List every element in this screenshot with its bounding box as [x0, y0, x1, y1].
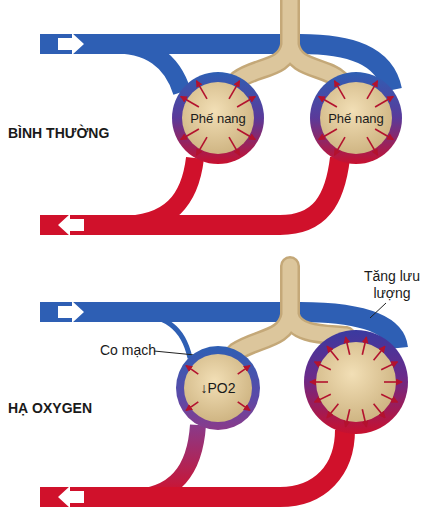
- gas-exchange-arrow: [238, 366, 250, 375]
- alveolus: Phế nang: [310, 72, 402, 164]
- gas-exchange-arrow: [375, 129, 393, 140]
- gas-exchange-arrow: [237, 97, 255, 108]
- gas-exchange-arrow: [335, 137, 346, 155]
- alveolus-label: Phế nang: [328, 111, 384, 126]
- venule-branch: [120, 158, 195, 225]
- flow-arrow: [58, 214, 84, 236]
- panel-title: HẠ OXYGEN: [8, 400, 148, 417]
- venule-branch: [130, 425, 198, 497]
- gas-exchange-arrow: [319, 129, 337, 140]
- gas-exchange-arrow: [186, 402, 198, 411]
- alveolus-rim: [176, 346, 260, 430]
- gas-exchange-arrow: [197, 137, 208, 155]
- gas-exchange-arrow: [238, 402, 250, 411]
- alveolus-rim: [310, 72, 402, 164]
- gas-exchange-arrow: [367, 137, 378, 155]
- gas-exchange-arrows: [310, 337, 402, 427]
- leader-line: [370, 303, 386, 318]
- gas-exchange-arrow: [186, 366, 198, 375]
- alveolus: ↓PO2: [176, 346, 260, 430]
- flow-arrow: [58, 33, 84, 55]
- callout-label: Co mạch: [100, 342, 160, 359]
- alveolus-rim: [172, 72, 264, 164]
- alveolus-air: [182, 82, 254, 154]
- leader-line: [154, 351, 195, 355]
- alveolus-label: ↓PO2: [200, 380, 235, 396]
- alveolus-label: Phế nang: [190, 111, 246, 126]
- gas-exchange-arrow: [181, 129, 199, 140]
- gas-exchange-arrow: [229, 81, 240, 99]
- alveolus-air: [184, 354, 252, 422]
- alveolus-rim: [304, 330, 408, 434]
- alveolus-air: [320, 82, 392, 154]
- gas-exchange-arrow: [181, 97, 199, 108]
- pulmonary-vein: [40, 158, 340, 225]
- flow-arrow: [58, 486, 84, 508]
- alveolus: Phế nang: [172, 72, 264, 164]
- gas-exchange-arrow: [197, 81, 208, 99]
- pulmonary-vein: [40, 430, 345, 497]
- gas-exchange-arrow: [319, 97, 337, 108]
- flow-arrow: [58, 301, 84, 323]
- gas-exchange-arrow: [237, 129, 255, 140]
- gas-exchange-arrow: [229, 137, 240, 155]
- gas-exchange-arrow: [375, 97, 393, 108]
- bronchus: [238, 0, 340, 80]
- panel-title: BÌNH THƯỜNG: [8, 125, 148, 142]
- callout-label: Tăng lưu lượng: [352, 268, 432, 302]
- gas-exchange-arrow: [367, 81, 378, 99]
- gas-exchange-arrow: [335, 81, 346, 99]
